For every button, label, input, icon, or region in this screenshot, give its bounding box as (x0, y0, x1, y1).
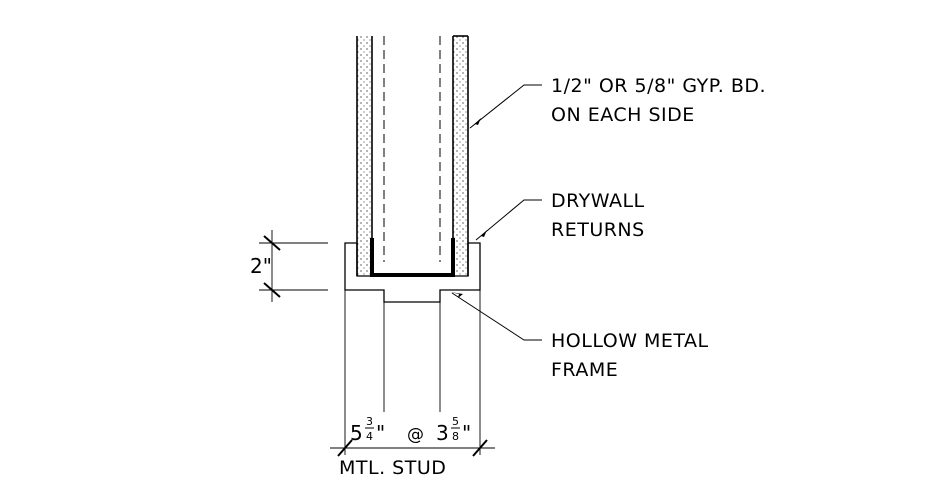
height-dimension-label: 2" (250, 254, 272, 278)
stud-size-a-denominator: 4 (366, 430, 373, 443)
extension-lines (344, 290, 481, 455)
stud-size-separator: @ (407, 425, 424, 445)
stud-size-a-numerator: 3 (366, 415, 373, 428)
stud-size-b-numerator: 5 (452, 415, 459, 428)
metal-stud-label: MTL. STUD (339, 457, 446, 479)
drywall-returns-label-line2: RETURNS (551, 219, 645, 241)
gyp-board-label-line1: 1/2" OR 5/8" GYP. BD. (551, 75, 766, 97)
gyp-board-label-line2: ON EACH SIDE (551, 104, 695, 126)
stud-size-a-unit: " (376, 421, 385, 445)
stud-size-label: 5 3 4 " @ 3 5 8 " (350, 415, 471, 445)
height-dimension (259, 230, 328, 302)
stud-size-b-unit: " (462, 421, 471, 445)
stud-size-b-whole: 3 (436, 421, 449, 445)
leader-lines (451, 84, 542, 341)
metal-stud-hidden-lines (383, 36, 441, 262)
drywall-return (370, 238, 455, 277)
gyp-leader (469, 84, 542, 129)
returns-leader (475, 199, 542, 241)
right-gypsum-board (452, 35, 469, 276)
drywall-returns-label-line1: DRYWALL (551, 190, 645, 212)
left-gypsum-board (356, 36, 373, 276)
hollow-metal-frame-label-line1: HOLLOW METAL (551, 330, 709, 352)
stud-size-a-whole: 5 (350, 421, 363, 445)
leader-arrowheads (450, 118, 487, 298)
hollow-metal-frame-label-line2: FRAME (551, 359, 618, 381)
stud-dimension-line (330, 439, 495, 457)
stud-size-b-denominator: 8 (452, 430, 459, 443)
frame-leader (451, 292, 542, 341)
